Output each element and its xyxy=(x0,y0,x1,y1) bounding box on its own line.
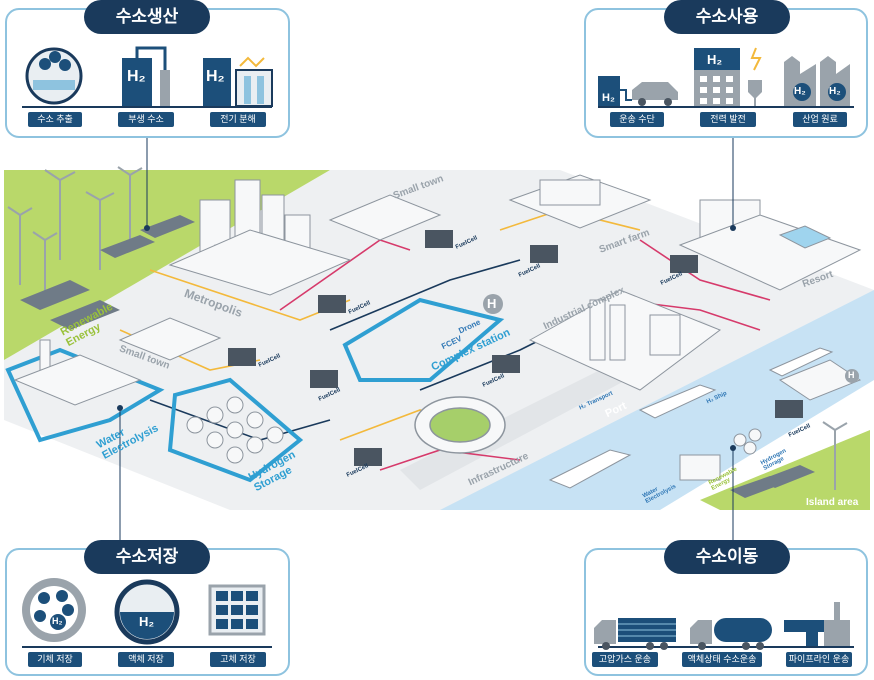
fuel-pump-icon xyxy=(598,76,620,106)
label-pipeline-transport: 파이프라인 운송 xyxy=(786,652,852,667)
smart-farm-greenhouses xyxy=(508,174,652,229)
drone-h-symbol: H xyxy=(487,296,497,311)
label-transport-means: 운송 수단 xyxy=(610,112,664,127)
metropolis-buildings xyxy=(168,179,352,296)
panel-title-usage: 수소사용 xyxy=(664,0,790,34)
label-liquid-hydrogen-transport: 액체상태 수소운송 xyxy=(682,652,762,667)
panel-title-production: 수소생산 xyxy=(84,0,210,34)
stadium xyxy=(414,396,506,454)
h2-label: H₂ xyxy=(602,92,615,104)
h2-label: H₂ xyxy=(139,614,155,629)
water xyxy=(440,290,874,510)
island-h-symbol: H xyxy=(848,370,855,380)
storage-icons xyxy=(22,578,266,645)
ships xyxy=(548,347,834,489)
label-island-area: Island area xyxy=(806,497,859,508)
industrial-complex xyxy=(528,289,722,391)
panel-baseline xyxy=(22,106,272,108)
label-extraction: 수소 추출 xyxy=(28,112,82,127)
liquid-tanker-icon xyxy=(690,620,712,644)
small-town-houses xyxy=(118,194,862,401)
label-high-pressure-gas: 고압가스 운송 xyxy=(592,652,658,667)
label-electrolysis: 전기 분해 xyxy=(210,112,266,127)
panel-title-transport: 수소이동 xyxy=(664,540,790,574)
fuelcell-units xyxy=(228,230,803,466)
h2-label: H₂ xyxy=(707,52,723,67)
storage-tanks xyxy=(186,396,762,464)
car-icon xyxy=(632,82,678,100)
panel-baseline xyxy=(598,646,854,648)
label-power-generation: 전력 발전 xyxy=(700,112,756,127)
h2-label: H₂ xyxy=(206,68,225,85)
usage-icons xyxy=(598,47,850,106)
panel-baseline xyxy=(598,106,854,108)
panel-title-storage: 수소저장 xyxy=(84,540,210,574)
electrolysis-tank-icon xyxy=(203,58,231,106)
h2-label: H₂ xyxy=(794,86,806,97)
byproduct-tank-icon xyxy=(122,58,152,106)
h2-label: H₂ xyxy=(829,86,841,97)
blue-outlines xyxy=(5,297,505,483)
label-byproduct: 부생 수소 xyxy=(118,112,174,127)
h2-label: H₂ xyxy=(52,616,63,626)
label-gas-storage: 기체 저장 xyxy=(28,652,82,667)
plug-icon xyxy=(748,80,762,106)
h2-station-icon-right xyxy=(845,369,859,383)
panel-baseline xyxy=(22,646,272,648)
electrolysis-plant xyxy=(13,339,721,481)
production-icons xyxy=(25,46,273,107)
factory-icon xyxy=(824,602,850,646)
h2-station-icon xyxy=(483,294,503,314)
h2-label: H₂ xyxy=(127,68,146,85)
label-industrial-feedstock: 산업 원료 xyxy=(793,112,847,127)
label-liquid-storage: 액체 저장 xyxy=(118,652,174,667)
solar-panels xyxy=(20,215,815,498)
tube-trailer-icon xyxy=(594,620,616,644)
transport-icons xyxy=(594,602,850,650)
label-solid-storage: 고체 저장 xyxy=(210,652,266,667)
resort-buildings xyxy=(678,199,862,291)
